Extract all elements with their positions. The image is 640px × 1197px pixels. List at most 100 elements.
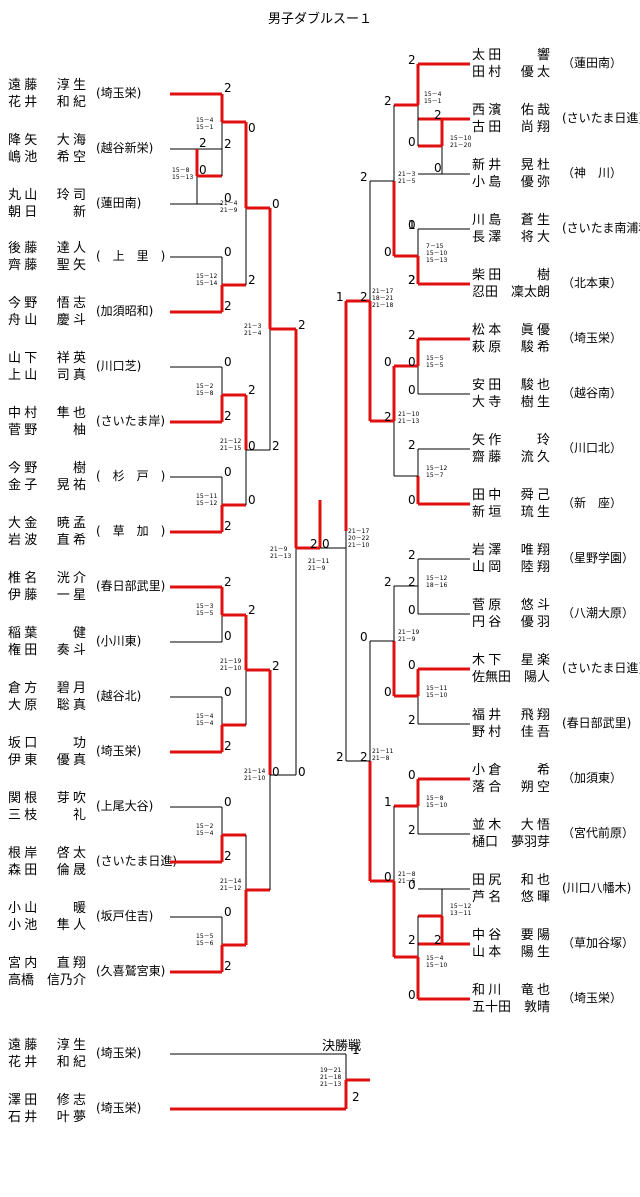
game-count-label: 0 [322,537,330,551]
player-name-2: 伊東 優真 [8,753,86,768]
player-name-1: 松本 眞優 [472,323,550,338]
player-name-1: 並木 大悟 [472,818,550,833]
game-count-label: 1 [352,1043,360,1057]
right-entry: 木下 星楽佐無田 陽人(さいたま日進) [470,652,640,686]
player-name-2: 権田 奏斗 [8,643,86,658]
player-name-1: 木下 星楽 [472,653,550,668]
school-name: (さいたま日進) [96,854,178,868]
school-name: （埼玉栄） [562,331,623,345]
school-name: （埼玉栄） [562,991,623,1005]
game-count-label: 1 [336,290,344,304]
game-count-label: 0 [408,218,416,232]
school-name: (川口八幡木) [562,881,632,895]
game-count-label: 2 [434,933,442,947]
player-name-2: 高橋 信乃介 [8,973,87,988]
game-count-label: 2 [408,438,416,452]
game-count-label: 2 [408,273,416,287]
left-entry: 丸山 玲司朝日 新(蓮田南) [0,187,170,221]
right-entry: 菅原 悠斗円谷 優羽（八潮大原） [470,597,640,631]
game-count-label: 2 [298,318,306,332]
player-name-1: 根岸 啓太 [8,846,86,861]
game-count-label: 2 [408,933,416,947]
game-count-label: 0 [224,245,232,259]
player-name-1: 遠藤 淳生 [8,78,86,93]
game-count-label: 1 [408,218,416,232]
school-name: (川口芝) [96,359,142,373]
player-name-2: 石井 叶夢 [8,1110,86,1125]
game-count-label: 2 [248,273,256,287]
game-count-label: 2 [224,81,232,95]
game-count-label: 2 [360,750,368,764]
right-entry: 並木 大悟樋口 夢羽芽（宮代前原） [470,817,640,851]
game-count-label: 2 [224,849,232,863]
left-entry: 稲葉 健権田 奏斗(小川東) [0,625,170,659]
player-name-2: 新垣 琉生 [472,505,550,520]
school-name: (上尾大谷) [96,799,154,813]
final-entry: 遠藤 淳生花井 和紀(埼玉栄) [0,1037,170,1071]
player-name-1: 降矢 大海 [8,133,86,148]
game-count-label: 2 [408,713,416,727]
left-entry: 関根 芽吹三枝 礼(上尾大谷) [0,790,170,824]
game-count-label: 2 [224,959,232,973]
left-entry: 遠藤 淳生花井 和紀(埼玉栄) [0,77,170,111]
player-name-1: 遠藤 淳生 [8,1038,86,1053]
game-count-label: 0 [408,988,416,1002]
player-name-1: 太田 響 [472,48,550,63]
player-name-2: 嶋池 希空 [8,150,86,165]
left-entry: 今野 悟志舟山 慶斗(加須昭和) [0,295,170,329]
game-count-label: 0 [224,629,232,643]
left-entry: 後藤 達人齊藤 聖矢( 上 里 ) [0,240,170,274]
player-name-2: 五十田 敦晴 [472,1000,551,1015]
game-count-label: 2 [248,383,256,397]
player-name-1: 大金 暁孟 [8,516,86,531]
player-name-1: 田尻 和也 [472,873,550,888]
player-name-1: 矢作 玲 [472,433,550,448]
game-count-label: 0 [408,383,416,397]
player-name-1: 坂口 功 [8,736,86,751]
school-name: ( 杉 戸 ) [96,469,166,483]
player-name-1: 今野 樹 [8,461,86,476]
page-title: 男子ダブルスー１ [267,12,372,27]
final-entry: 澤田 修志石井 叶夢(埼玉栄) [0,1092,170,1126]
player-name-1: 菅原 悠斗 [472,598,550,613]
player-name-2: 森田 倫晟 [8,863,86,878]
left-entry: 椎名 洸介伊藤 一星(春日部武里) [0,570,170,604]
player-name-2: 長澤 将大 [472,230,550,245]
final-match-label: 決勝戦 [322,1039,362,1054]
left-entry: 降矢 大海嶋池 希空(越谷新栄) [0,132,170,166]
player-name-2: 古田 尚翔 [472,120,550,135]
left-entry: 根岸 啓太森田 倫晟 (さいたま日進) [0,845,177,879]
player-name-1: 川島 蒼生 [472,213,550,228]
player-name-2: 樋口 夢羽芽 [472,835,551,850]
school-name: （草加谷塚） [562,936,635,950]
left-entry: 中村 隼也菅野 柚(さいたま岸) [0,405,170,439]
player-name-1: 宮内 直翔 [8,956,86,971]
player-name-2: 小島 優弥 [472,175,550,190]
school-name: （加須東） [562,771,623,785]
player-name-2: 小池 隼人 [8,918,86,933]
player-name-1: 安田 駿也 [472,378,550,393]
game-count-label: 0 [298,765,306,779]
player-name-1: 倉方 碧月 [8,681,86,696]
player-name-2: 金子 晃祐 [8,478,86,493]
right-entry: 岩澤 唯翔山岡 陸翔（星野学園） [470,542,640,576]
player-name-1: 椎名 洸介 [8,571,86,586]
player-name-1: 田中 舜己 [472,488,550,503]
left-entry: 倉方 碧月大原 聡真(越谷北) [0,680,170,714]
right-entry: 小倉 希落合 朔空（加須東） [470,762,640,796]
player-name-2: 田村 優太 [472,65,550,80]
game-count-label: 0 [384,245,392,259]
school-name: (加須昭和) [96,304,154,318]
